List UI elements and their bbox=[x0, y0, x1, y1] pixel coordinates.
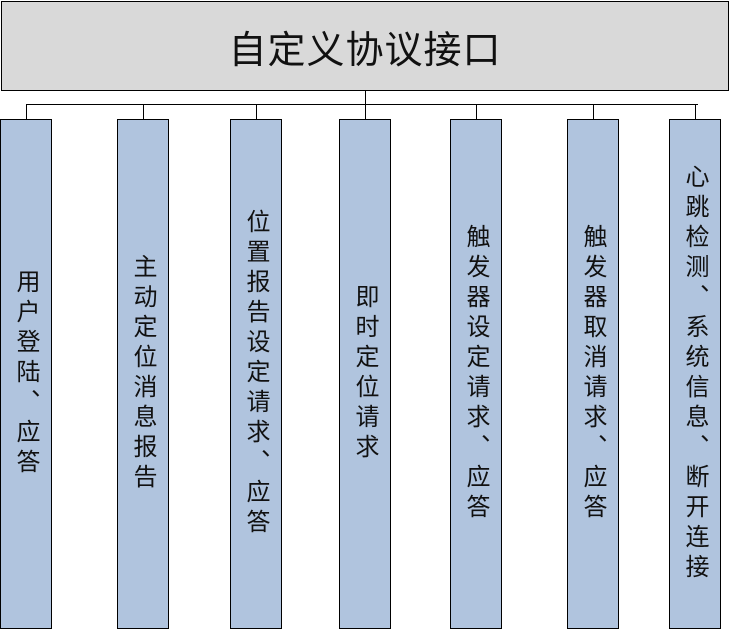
branch-connector-7 bbox=[695, 104, 696, 119]
child-node-trigger-setting: 触发器设定请求、应答 bbox=[450, 119, 502, 629]
branch-connector-3 bbox=[256, 104, 257, 119]
branch-connector-2 bbox=[143, 104, 144, 119]
branch-connector-5 bbox=[476, 104, 477, 119]
root-node: 自定义协议接口 bbox=[1, 1, 729, 91]
horizontal-bus bbox=[26, 104, 698, 105]
child-node-heartbeat: 心跳检测、系统信息、断开连接 bbox=[669, 119, 721, 629]
child-node-active-location-report: 主动定位消息报告 bbox=[117, 119, 169, 629]
trunk-connector bbox=[365, 91, 366, 105]
child-node-trigger-cancel: 触发器取消请求、应答 bbox=[567, 119, 619, 629]
root-node-label: 自定义协议接口 bbox=[228, 27, 502, 72]
branch-connector-4 bbox=[365, 104, 366, 119]
child-node-instant-location-request: 即时定位请求 bbox=[339, 119, 391, 629]
child-node-label: 主动定位消息报告 bbox=[129, 254, 157, 494]
child-node-position-report-setting: 位置报告设定请求、应答 bbox=[230, 119, 282, 629]
branch-connector-1 bbox=[26, 104, 27, 119]
child-node-user-login: 用户登陆、应答 bbox=[0, 119, 52, 629]
child-node-label: 用户登陆、应答 bbox=[12, 269, 40, 479]
child-node-label: 心跳检测、系统信息、断开连接 bbox=[681, 164, 709, 584]
child-node-label: 位置报告设定请求、应答 bbox=[242, 209, 270, 539]
branch-connector-6 bbox=[593, 104, 594, 119]
child-node-label: 触发器设定请求、应答 bbox=[462, 224, 490, 524]
child-node-label: 触发器取消请求、应答 bbox=[579, 224, 607, 524]
child-node-label: 即时定位请求 bbox=[351, 284, 379, 464]
